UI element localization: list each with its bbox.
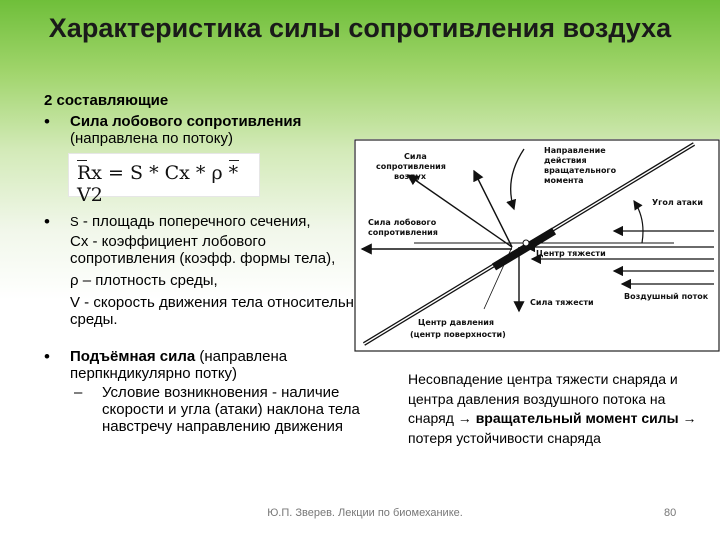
cop-label-1: Центр давления	[418, 318, 494, 327]
cog-label: Центр тяжести	[536, 249, 606, 258]
drag-note: (направлена по потоку)	[70, 130, 233, 147]
drag-formula: Rx = S * Cx * ρ * V2	[68, 153, 260, 206]
param-v: V - скорость движения тела относительно …	[70, 294, 363, 328]
param-s: площадь поперечного сечения,	[92, 213, 311, 230]
subtitle: 2 составляющие	[44, 92, 169, 109]
left-column: 2 составляющие Сила лобового сопротивлен…	[44, 92, 364, 435]
cop-leader	[483, 246, 513, 310]
param-cx: Cx - коэффициент лобового сопротивления …	[70, 233, 336, 267]
lift-arrow	[473, 169, 513, 248]
gravity-label: Сила тяжести	[530, 298, 594, 307]
caption-line1: Несовпадение центра тяжести снаряда и це…	[408, 371, 678, 426]
vector-bar-rx	[77, 160, 87, 161]
diagram-caption: Несовпадение центра тяжести снаряда и це…	[408, 370, 698, 448]
bullet-lift: Подъёмная сила (направлена перпкндикуляр…	[44, 348, 364, 382]
bullet-params: S - площадь поперечного сечения,	[44, 213, 364, 230]
aerodynamics-diagram: Сила сопротивления воздух Направление де…	[354, 139, 720, 352]
lift-label-2: сопротивления	[376, 162, 446, 171]
lift-label-1: Сила	[404, 152, 427, 161]
bullet-drag: Сила лобового сопротивления (направлена …	[44, 113, 364, 147]
page-number: 80	[664, 507, 677, 519]
diagram-svg: Сила сопротивления воздух Направление де…	[354, 139, 720, 352]
lift-condition: Условие возникновения - наличие скорости…	[44, 384, 364, 435]
moment-label-1: Направление	[544, 146, 606, 155]
caption-line2: → потеря устойчивости снаряда	[408, 410, 697, 446]
diagram-frame	[354, 139, 720, 352]
javelin-grip	[491, 227, 557, 271]
footer-text: Ю.П. Зверев. Лекции по биомеханике.	[267, 507, 463, 519]
flow-label: Воздушный поток	[624, 292, 709, 301]
lift-note: (направлена перпкндикулярно потку)	[70, 348, 288, 382]
caption-bold: вращательный момент силы	[475, 410, 679, 426]
vector-bar-v	[229, 160, 239, 161]
moment-label-4: момента	[544, 176, 584, 185]
moment-arrow	[506, 148, 525, 211]
param-s-letter: S	[70, 214, 79, 229]
lift-name: Подъёмная сила	[70, 348, 196, 365]
formula-text: Rx = S * Cx * ρ * V2	[77, 162, 239, 206]
param-rho: ρ – плотность среды,	[70, 272, 218, 289]
moment-label-2: действия	[544, 156, 587, 165]
slide-title: Характеристика силы сопротивления воздух…	[48, 13, 672, 43]
resultant-arrow	[406, 174, 513, 248]
cop-label-2: (центр поверхности)	[410, 330, 506, 339]
drag-name: Сила лобового сопротивления	[70, 113, 302, 130]
lift-label-3: воздух	[394, 172, 427, 181]
drag-label-2: сопротивления	[368, 228, 438, 237]
moment-label-3: вращательного	[544, 166, 617, 175]
attack-label: Угол атаки	[652, 198, 703, 207]
drag-label-1: Сила лобового	[368, 217, 437, 227]
attack-angle-arc	[633, 200, 644, 244]
center-of-gravity-point	[522, 239, 530, 247]
